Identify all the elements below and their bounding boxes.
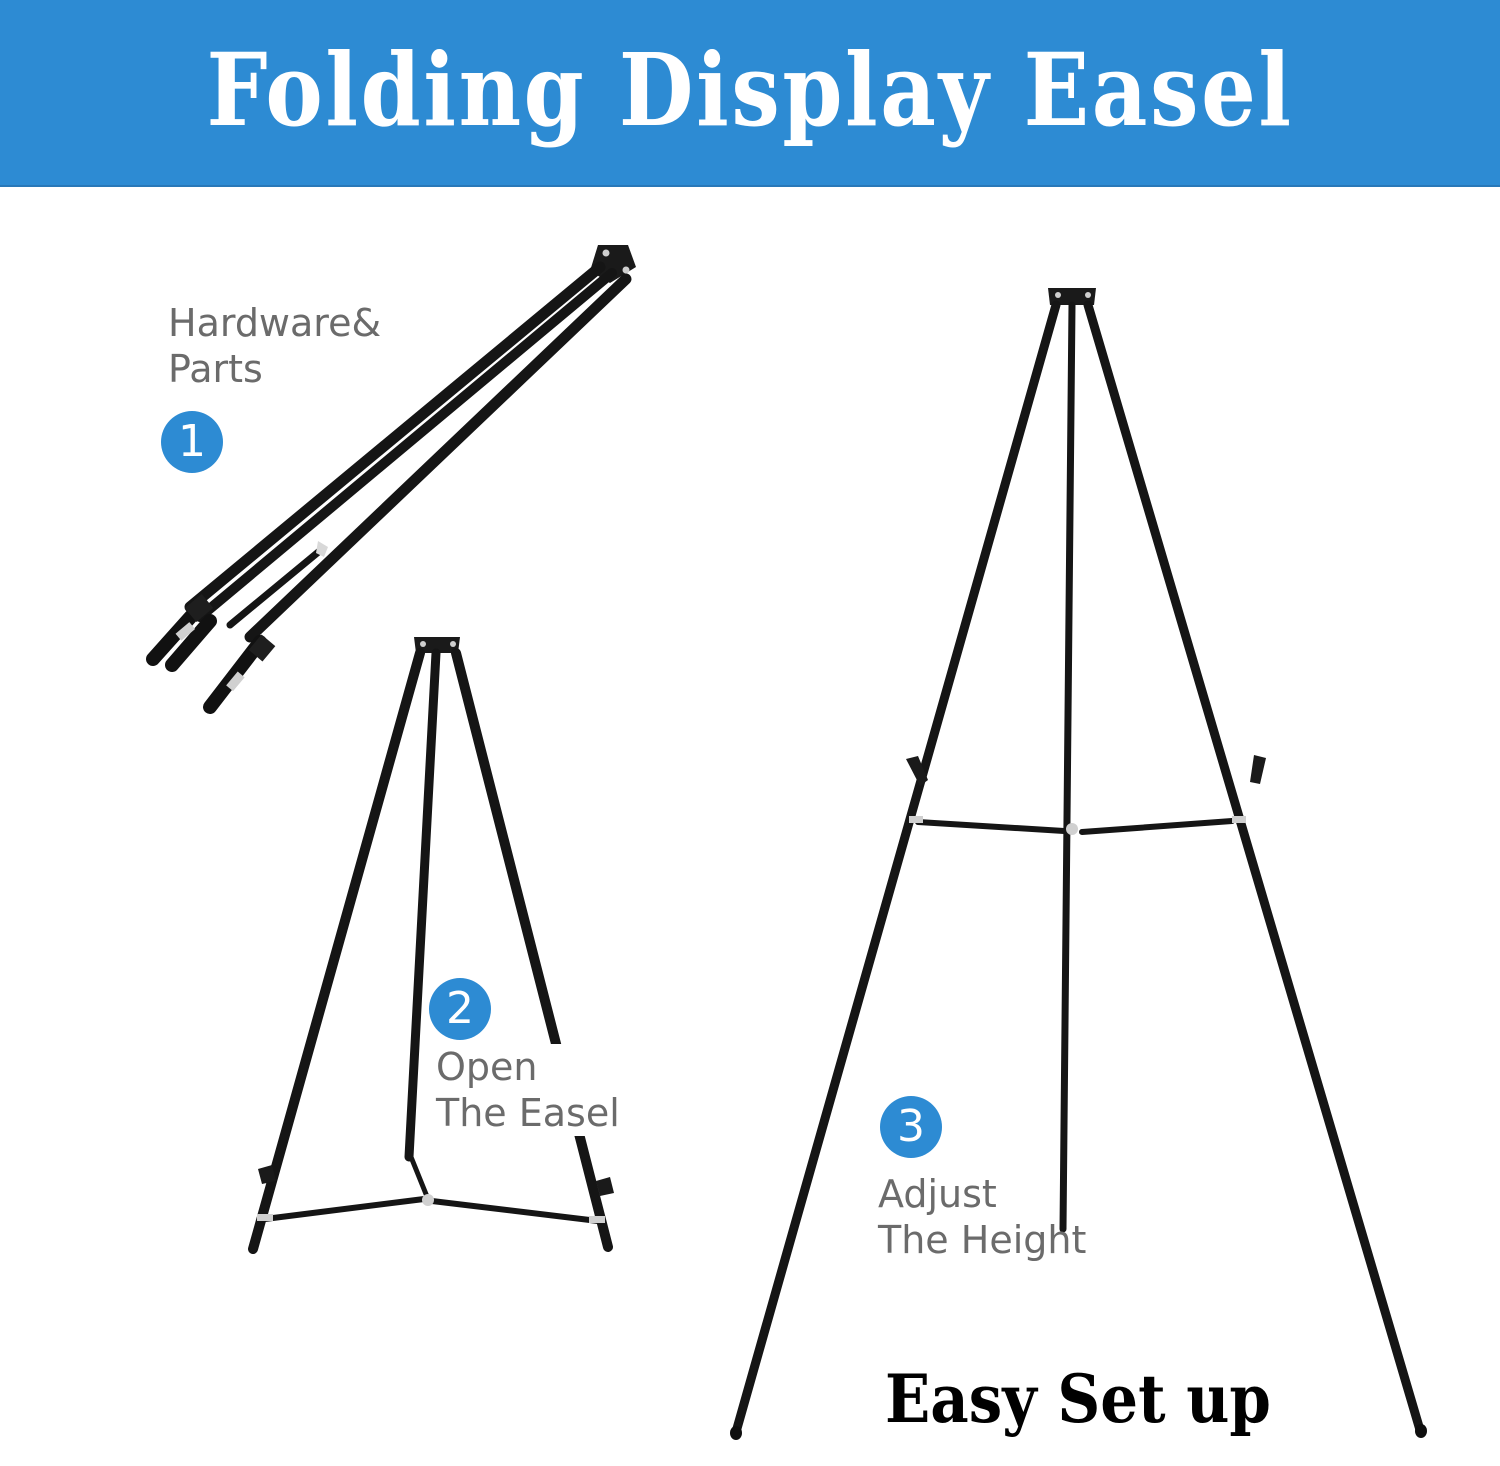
step-2-badge: 2 — [429, 978, 491, 1040]
step-3-badge: 3 — [880, 1096, 942, 1158]
step-1-label: Hardware& Parts — [168, 300, 381, 392]
easel-illustrations — [146, 245, 1427, 1440]
step-1-badge: 1 — [161, 411, 223, 473]
extended-easel-icon — [730, 288, 1427, 1440]
banner-title: Folding Display Easel — [206, 30, 1294, 149]
step-3-line1: Adjust — [878, 1172, 997, 1216]
open-easel-icon — [248, 637, 614, 1254]
illustration-stage: Hardware& Parts 1 2 Open The Easel 3 Adj… — [0, 187, 1500, 1466]
step-3-label: Adjust The Height — [878, 1171, 1086, 1263]
step-1-line2: Parts — [168, 347, 263, 391]
step-2-line2: The Easel — [436, 1090, 624, 1136]
step-1-line1: Hardware& — [168, 301, 382, 345]
step-2-line1: Open — [436, 1044, 624, 1090]
tagline: Easy Set up — [885, 1360, 1271, 1438]
step-3-line2: The Height — [878, 1218, 1087, 1262]
folded-easel-icon — [146, 245, 636, 714]
title-banner: Folding Display Easel — [0, 0, 1500, 187]
step-2-label: Open The Easel — [436, 1044, 624, 1136]
